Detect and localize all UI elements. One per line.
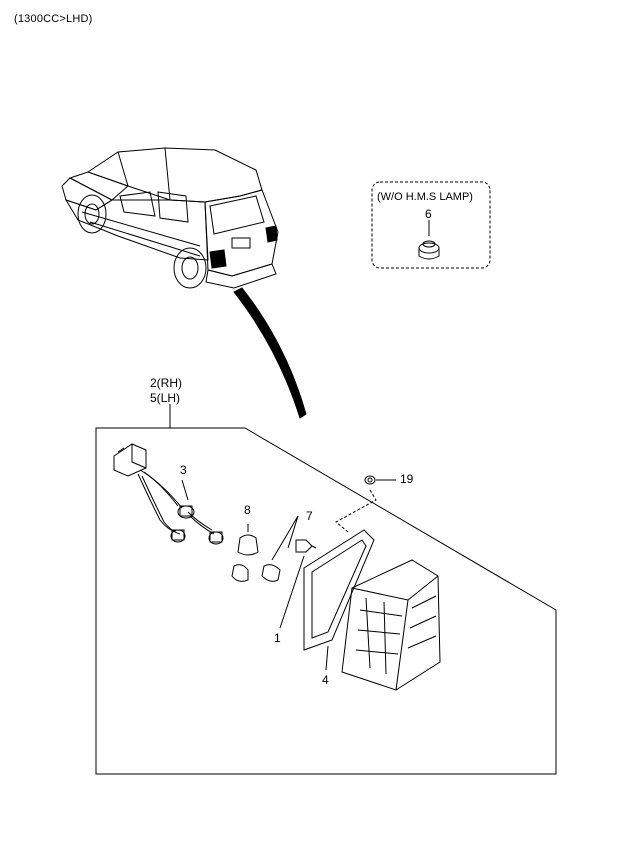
bulb-icon	[231, 524, 281, 582]
assembly-rh-label: 2(RH)	[150, 376, 182, 390]
option-box	[371, 181, 491, 269]
vehicle-illustration	[61, 147, 279, 289]
grommet-icon	[418, 240, 440, 260]
option-note-label: (W/O H.M.S LAMP)	[377, 191, 473, 203]
part-19-label: 19	[400, 472, 414, 486]
part-7-label: 7	[306, 509, 313, 523]
nut-icon	[364, 475, 376, 485]
assembly-lh-label: 5(LH)	[150, 391, 180, 405]
pointer-arrow	[233, 287, 307, 419]
part-4-label: 4	[322, 673, 329, 687]
part-1-label: 1	[274, 631, 281, 645]
gasket-icon	[303, 529, 375, 651]
part-6-label: 6	[425, 207, 432, 221]
socket-icon	[170, 505, 224, 545]
assembly-frame	[95, 427, 557, 775]
screw-icon	[295, 539, 317, 553]
diagram-header: (1300CC>LHD)	[14, 13, 93, 25]
part-3-label: 3	[180, 463, 187, 477]
wiring-harness	[113, 443, 215, 535]
part-8-label: 8	[244, 503, 251, 517]
lamp-lens-icon	[341, 559, 441, 691]
